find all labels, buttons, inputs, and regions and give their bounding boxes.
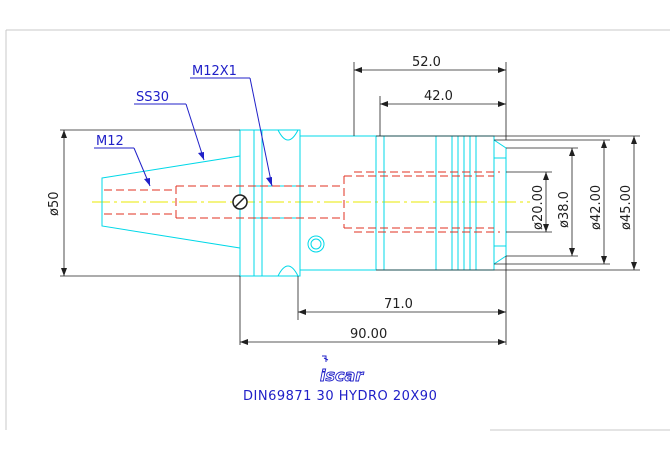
dim-71: 71.0: [384, 297, 413, 312]
dim-d42: ø42.00: [589, 185, 604, 230]
callout-m12x1: M12X1: [192, 64, 237, 79]
callout-m12: M12: [96, 134, 124, 149]
frame: [5, 29, 670, 431]
dim-d38: ø38.0: [557, 191, 572, 228]
dim-d45: ø45.00: [619, 185, 634, 230]
dimension-lines: [60, 62, 640, 345]
dim-90: 90.00: [350, 327, 387, 342]
dim-d20: ø20.00: [531, 185, 546, 230]
tool-holder-outline: [101, 129, 507, 277]
part-number: DIN69871 30 HYDRO 20X90: [243, 389, 437, 404]
dim-52: 52.0: [412, 55, 441, 70]
leader-lines: [94, 77, 273, 187]
callout-ss30: SS30: [136, 90, 169, 105]
dim-d50: ø50: [47, 192, 62, 217]
arrowheads: [61, 67, 637, 345]
leader-arrowheads: [144, 152, 272, 186]
drive-hole: [232, 194, 248, 210]
dim-42: 42.0: [424, 89, 453, 104]
hidden-lines: [104, 171, 500, 233]
brand-logo-text: iscar: [320, 366, 364, 385]
brand-logo: iscar: [320, 355, 365, 385]
